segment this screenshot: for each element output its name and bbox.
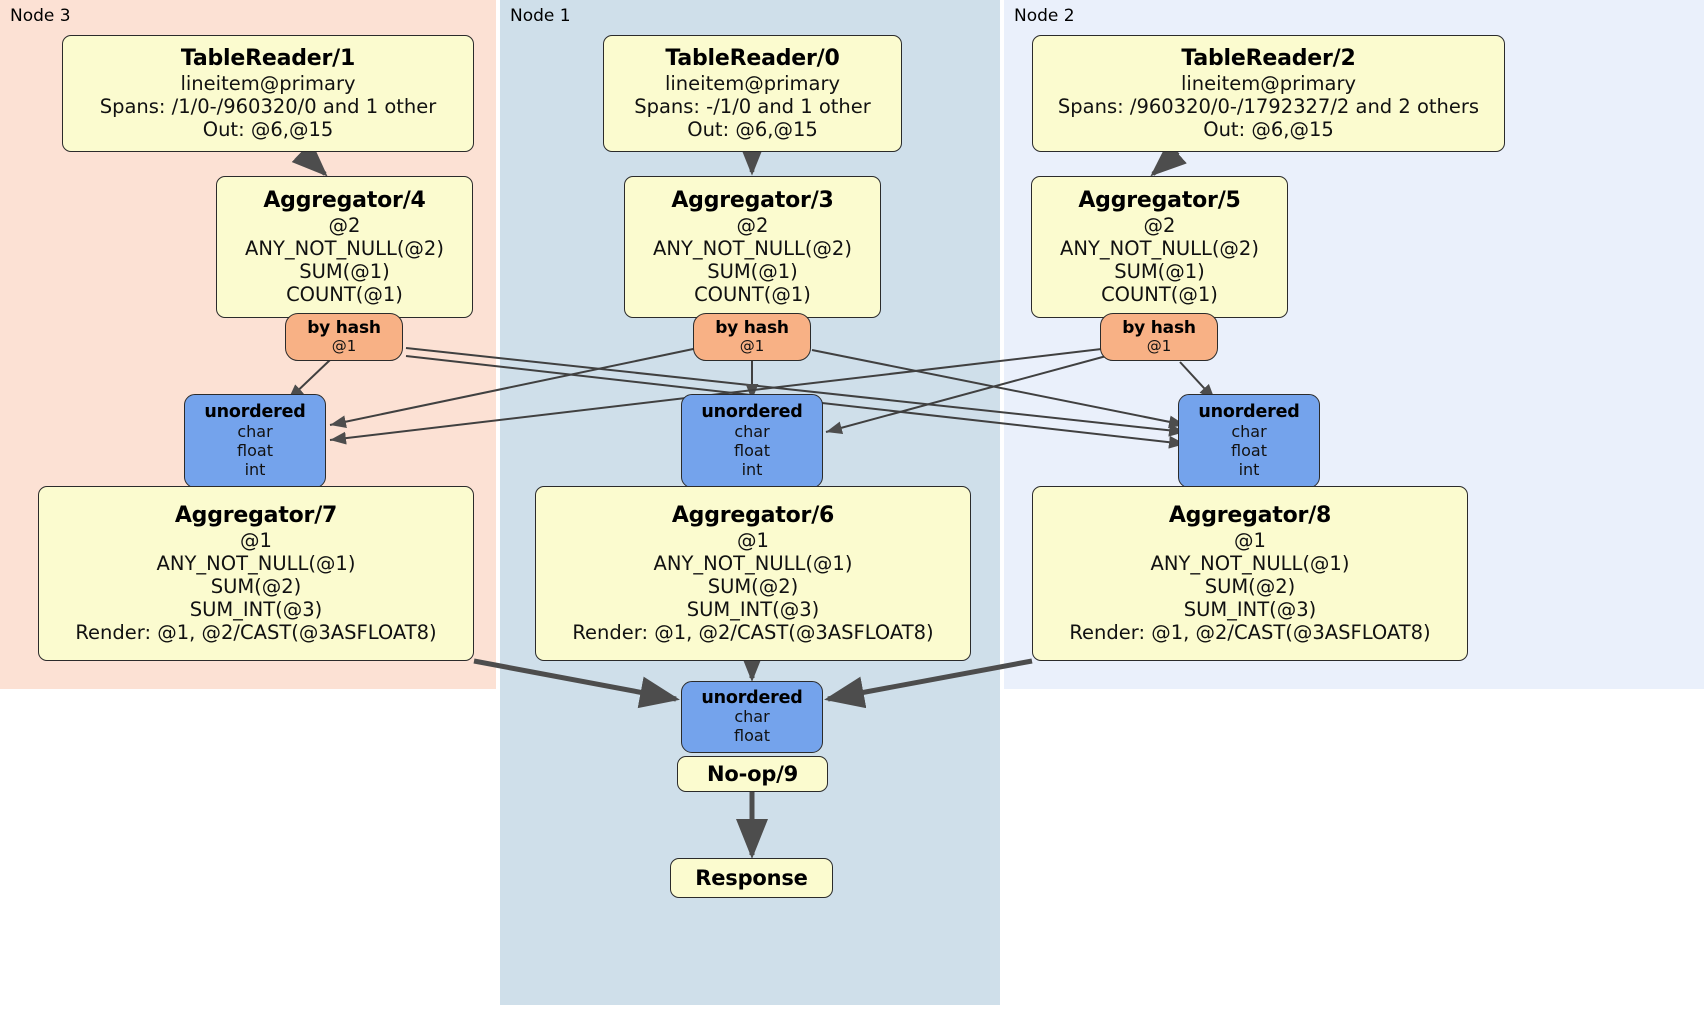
processor-aggregator-3[interactable]: Aggregator/3 @2 ANY_NOT_NULL(@2) SUM(@1)… <box>624 176 881 318</box>
panel-label-node-2: Node 2 <box>1014 6 1075 26</box>
processor-render-line: Render: @1, @2/CAST(@3ASFLOAT8) <box>1069 620 1431 644</box>
processor-render-line: Render: @1, @2/CAST(@3ASFLOAT8) <box>75 620 437 644</box>
stream-title: unordered <box>701 687 803 708</box>
stream-title: unordered <box>1198 402 1300 423</box>
stream-type: float <box>1231 440 1267 460</box>
processor-detail-line: ANY_NOT_NULL(@2) <box>245 236 444 260</box>
processor-detail-line: SUM(@1) <box>707 259 798 283</box>
processor-detail-line: ANY_NOT_NULL(@1) <box>653 551 853 575</box>
processor-detail-line: ANY_NOT_NULL(@2) <box>653 236 852 260</box>
stream-type: float <box>734 726 770 746</box>
stream-type: float <box>237 440 273 460</box>
processor-detail-line: Out: @6,@15 <box>1203 117 1334 141</box>
processor-detail-line: Spans: -/1/0 and 1 other <box>634 94 871 118</box>
stream-unordered-node-2[interactable]: unordered char float int <box>1178 394 1320 488</box>
panel-label-node-1: Node 1 <box>510 6 571 26</box>
processor-table-reader-0[interactable]: TableReader/0 lineitem@primary Spans: -/… <box>603 35 902 152</box>
processor-detail-line: @2 <box>328 213 361 237</box>
router-by-hash-node-1[interactable]: by hash @1 <box>693 313 811 361</box>
stream-type: int <box>741 459 763 479</box>
processor-detail-line: SUM(@2) <box>1204 574 1296 598</box>
processor-table-reader-2[interactable]: TableReader/2 lineitem@primary Spans: /9… <box>1032 35 1505 152</box>
processor-detail-line: COUNT(@1) <box>286 282 403 306</box>
router-column: @1 <box>1146 337 1172 356</box>
router-column: @1 <box>739 337 765 356</box>
router-title: by hash <box>307 318 381 339</box>
processor-aggregator-8[interactable]: Aggregator/8 @1 ANY_NOT_NULL(@1) SUM(@2)… <box>1032 486 1468 661</box>
processor-detail-line: Out: @6,@15 <box>687 117 818 141</box>
processor-title: No-op/9 <box>706 761 799 786</box>
processor-title: TableReader/2 <box>1181 46 1356 72</box>
processor-table-reader-1[interactable]: TableReader/1 lineitem@primary Spans: /1… <box>62 35 474 152</box>
processor-detail-line: @1 <box>1234 528 1266 552</box>
stream-unordered-node-3[interactable]: unordered char float int <box>184 394 326 488</box>
stream-type: float <box>734 440 770 460</box>
processor-title: Aggregator/5 <box>1078 188 1241 214</box>
processor-title: TableReader/1 <box>180 46 356 72</box>
processor-title: Aggregator/4 <box>263 188 426 214</box>
processor-aggregator-4[interactable]: Aggregator/4 @2 ANY_NOT_NULL(@2) SUM(@1)… <box>216 176 473 318</box>
stream-type: int <box>1238 459 1260 479</box>
stream-type: char <box>1231 422 1267 441</box>
stream-type: int <box>244 459 266 479</box>
processor-title: Aggregator/6 <box>671 503 835 529</box>
processor-render-line: Render: @1, @2/CAST(@3ASFLOAT8) <box>572 620 934 644</box>
stream-type: char <box>237 422 273 441</box>
stream-unordered-final[interactable]: unordered char float <box>681 681 823 753</box>
processor-detail-line: Spans: /960320/0-/1792327/2 and 2 others <box>1057 94 1480 118</box>
processor-detail-line: COUNT(@1) <box>1101 282 1218 306</box>
processor-detail-line: @1 <box>737 528 769 552</box>
processor-detail-line: @2 <box>736 213 769 237</box>
router-by-hash-node-2[interactable]: by hash @1 <box>1100 313 1218 361</box>
processor-detail-line: @2 <box>1143 213 1176 237</box>
processor-detail-line: SUM(@1) <box>299 259 390 283</box>
processor-detail-line: lineitem@primary <box>664 71 841 95</box>
processor-aggregator-7[interactable]: Aggregator/7 @1 ANY_NOT_NULL(@1) SUM(@2)… <box>38 486 474 661</box>
processor-detail-line: COUNT(@1) <box>694 282 811 306</box>
processor-detail-line: lineitem@primary <box>180 71 356 95</box>
stream-type: char <box>734 707 770 727</box>
processor-detail-line: SUM(@2) <box>210 574 302 598</box>
stream-type: char <box>734 422 770 441</box>
processor-detail-line: SUM_INT(@3) <box>1183 597 1317 621</box>
stream-unordered-node-1[interactable]: unordered char float int <box>681 394 823 488</box>
processor-detail-line: ANY_NOT_NULL(@2) <box>1060 236 1259 260</box>
processor-title: Aggregator/7 <box>174 503 338 529</box>
processor-title: Aggregator/8 <box>1168 503 1332 529</box>
router-column: @1 <box>331 337 357 356</box>
processor-title: TableReader/0 <box>665 46 840 72</box>
processor-detail-line: SUM(@2) <box>707 574 799 598</box>
processor-title: Aggregator/3 <box>671 188 834 214</box>
router-by-hash-node-3[interactable]: by hash @1 <box>285 313 403 361</box>
processor-aggregator-6[interactable]: Aggregator/6 @1 ANY_NOT_NULL(@1) SUM(@2)… <box>535 486 971 661</box>
router-title: by hash <box>1122 318 1196 339</box>
processor-detail-line: SUM_INT(@3) <box>189 597 323 621</box>
stream-title: unordered <box>204 402 306 423</box>
processor-detail-line: SUM(@1) <box>1114 259 1205 283</box>
processor-detail-line: Spans: /1/0-/960320/0 and 1 other <box>99 94 437 118</box>
processor-detail-line: lineitem@primary <box>1180 71 1357 95</box>
stream-title: unordered <box>701 402 803 423</box>
processor-title: Response <box>695 865 808 890</box>
processor-detail-line: @1 <box>240 528 272 552</box>
processor-response[interactable]: Response <box>670 858 833 898</box>
processor-detail-line: ANY_NOT_NULL(@1) <box>1150 551 1350 575</box>
processor-detail-line: SUM_INT(@3) <box>686 597 820 621</box>
panel-label-node-3: Node 3 <box>10 6 71 26</box>
processor-aggregator-5[interactable]: Aggregator/5 @2 ANY_NOT_NULL(@2) SUM(@1)… <box>1031 176 1288 318</box>
processor-no-op-9[interactable]: No-op/9 <box>677 756 828 792</box>
router-title: by hash <box>715 318 789 339</box>
processor-detail-line: ANY_NOT_NULL(@1) <box>156 551 356 575</box>
processor-detail-line: Out: @6,@15 <box>202 117 334 141</box>
